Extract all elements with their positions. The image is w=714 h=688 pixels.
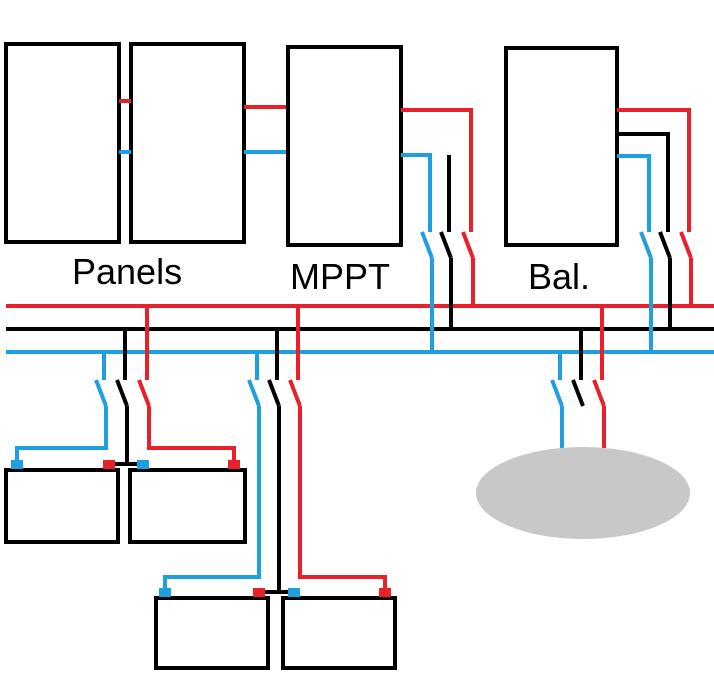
solar-panels: Panels: [4, 42, 288, 292]
battery-3: [154, 596, 270, 670]
balancer: Bal.: [504, 46, 693, 352]
mppt-controller: MPPT: [286, 45, 475, 352]
load-ellipse: [476, 447, 690, 539]
battery-4-positive-terminal: [379, 588, 391, 597]
battery-1: [4, 468, 120, 544]
battery-3-positive-terminal: [253, 588, 265, 597]
bank2-breaker-ground: [267, 379, 281, 407]
battery-2-positive-terminal: [228, 460, 240, 469]
mppt-breaker-positive: [461, 231, 475, 259]
battery-1-positive-terminal: [103, 460, 115, 469]
battery-2-negative-terminal: [137, 460, 149, 469]
bank2-positive-lead: [298, 406, 387, 590]
panels-label: Panels: [72, 251, 182, 292]
battery-bank-1: [4, 306, 247, 544]
load-breaker-ground: [571, 379, 585, 407]
panel-left: [4, 42, 121, 244]
load: [476, 306, 690, 539]
bank1-positive-lead: [147, 406, 236, 462]
balancer-breaker-positive: [679, 231, 693, 259]
battery-4-negative-terminal: [288, 588, 300, 597]
mppt-positive-wire: [401, 108, 473, 232]
battery-bank-2: [154, 306, 397, 670]
battery-1-negative-terminal: [11, 460, 23, 469]
mppt-breaker-negative: [420, 231, 434, 259]
balancer-box: [504, 46, 619, 247]
bus-bars: [6, 304, 714, 354]
mppt-label: MPPT: [290, 256, 390, 297]
bank1-breaker-positive: [137, 379, 151, 407]
mppt-negative-wire: [401, 153, 432, 232]
load-breaker-negative: [550, 379, 564, 407]
mppt-box: [286, 45, 403, 247]
battery-3-negative-terminal: [159, 588, 171, 597]
battery-4: [281, 596, 397, 670]
battery-2: [128, 468, 247, 544]
bank1-breaker-negative: [94, 379, 108, 407]
bank2-breaker-positive: [288, 379, 302, 407]
balancer-breaker-negative: [639, 231, 653, 259]
balancer-label: Bal.: [528, 256, 590, 297]
balancer-breaker-ground: [658, 231, 672, 259]
balancer-negative-wire: [617, 154, 651, 232]
mppt-breaker-ground: [439, 231, 453, 259]
balancer-ground-wire: [617, 132, 670, 232]
bank1-negative-lead: [15, 406, 108, 462]
panel-right: [129, 42, 246, 244]
bank2-breaker-negative: [247, 379, 261, 407]
bank1-breaker-ground: [115, 379, 129, 407]
load-breaker-positive: [592, 379, 606, 407]
bank2-negative-lead: [163, 406, 261, 590]
balancer-positive-wire: [617, 108, 691, 232]
